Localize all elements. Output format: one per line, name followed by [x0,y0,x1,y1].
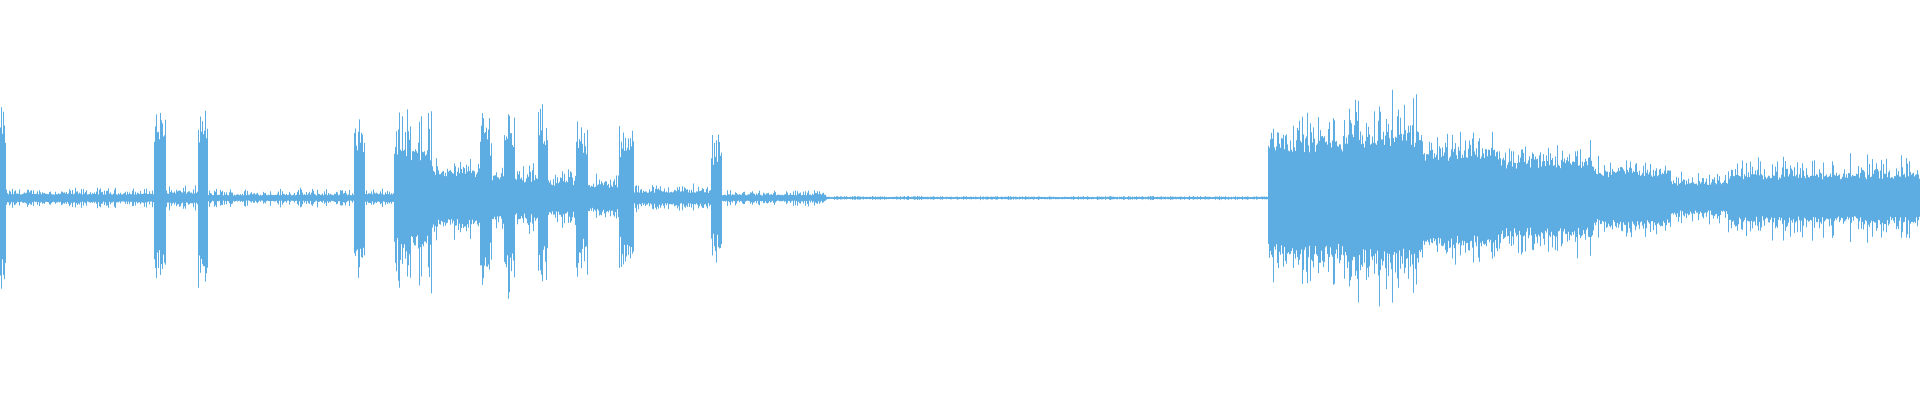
waveform-plot [0,89,1920,307]
